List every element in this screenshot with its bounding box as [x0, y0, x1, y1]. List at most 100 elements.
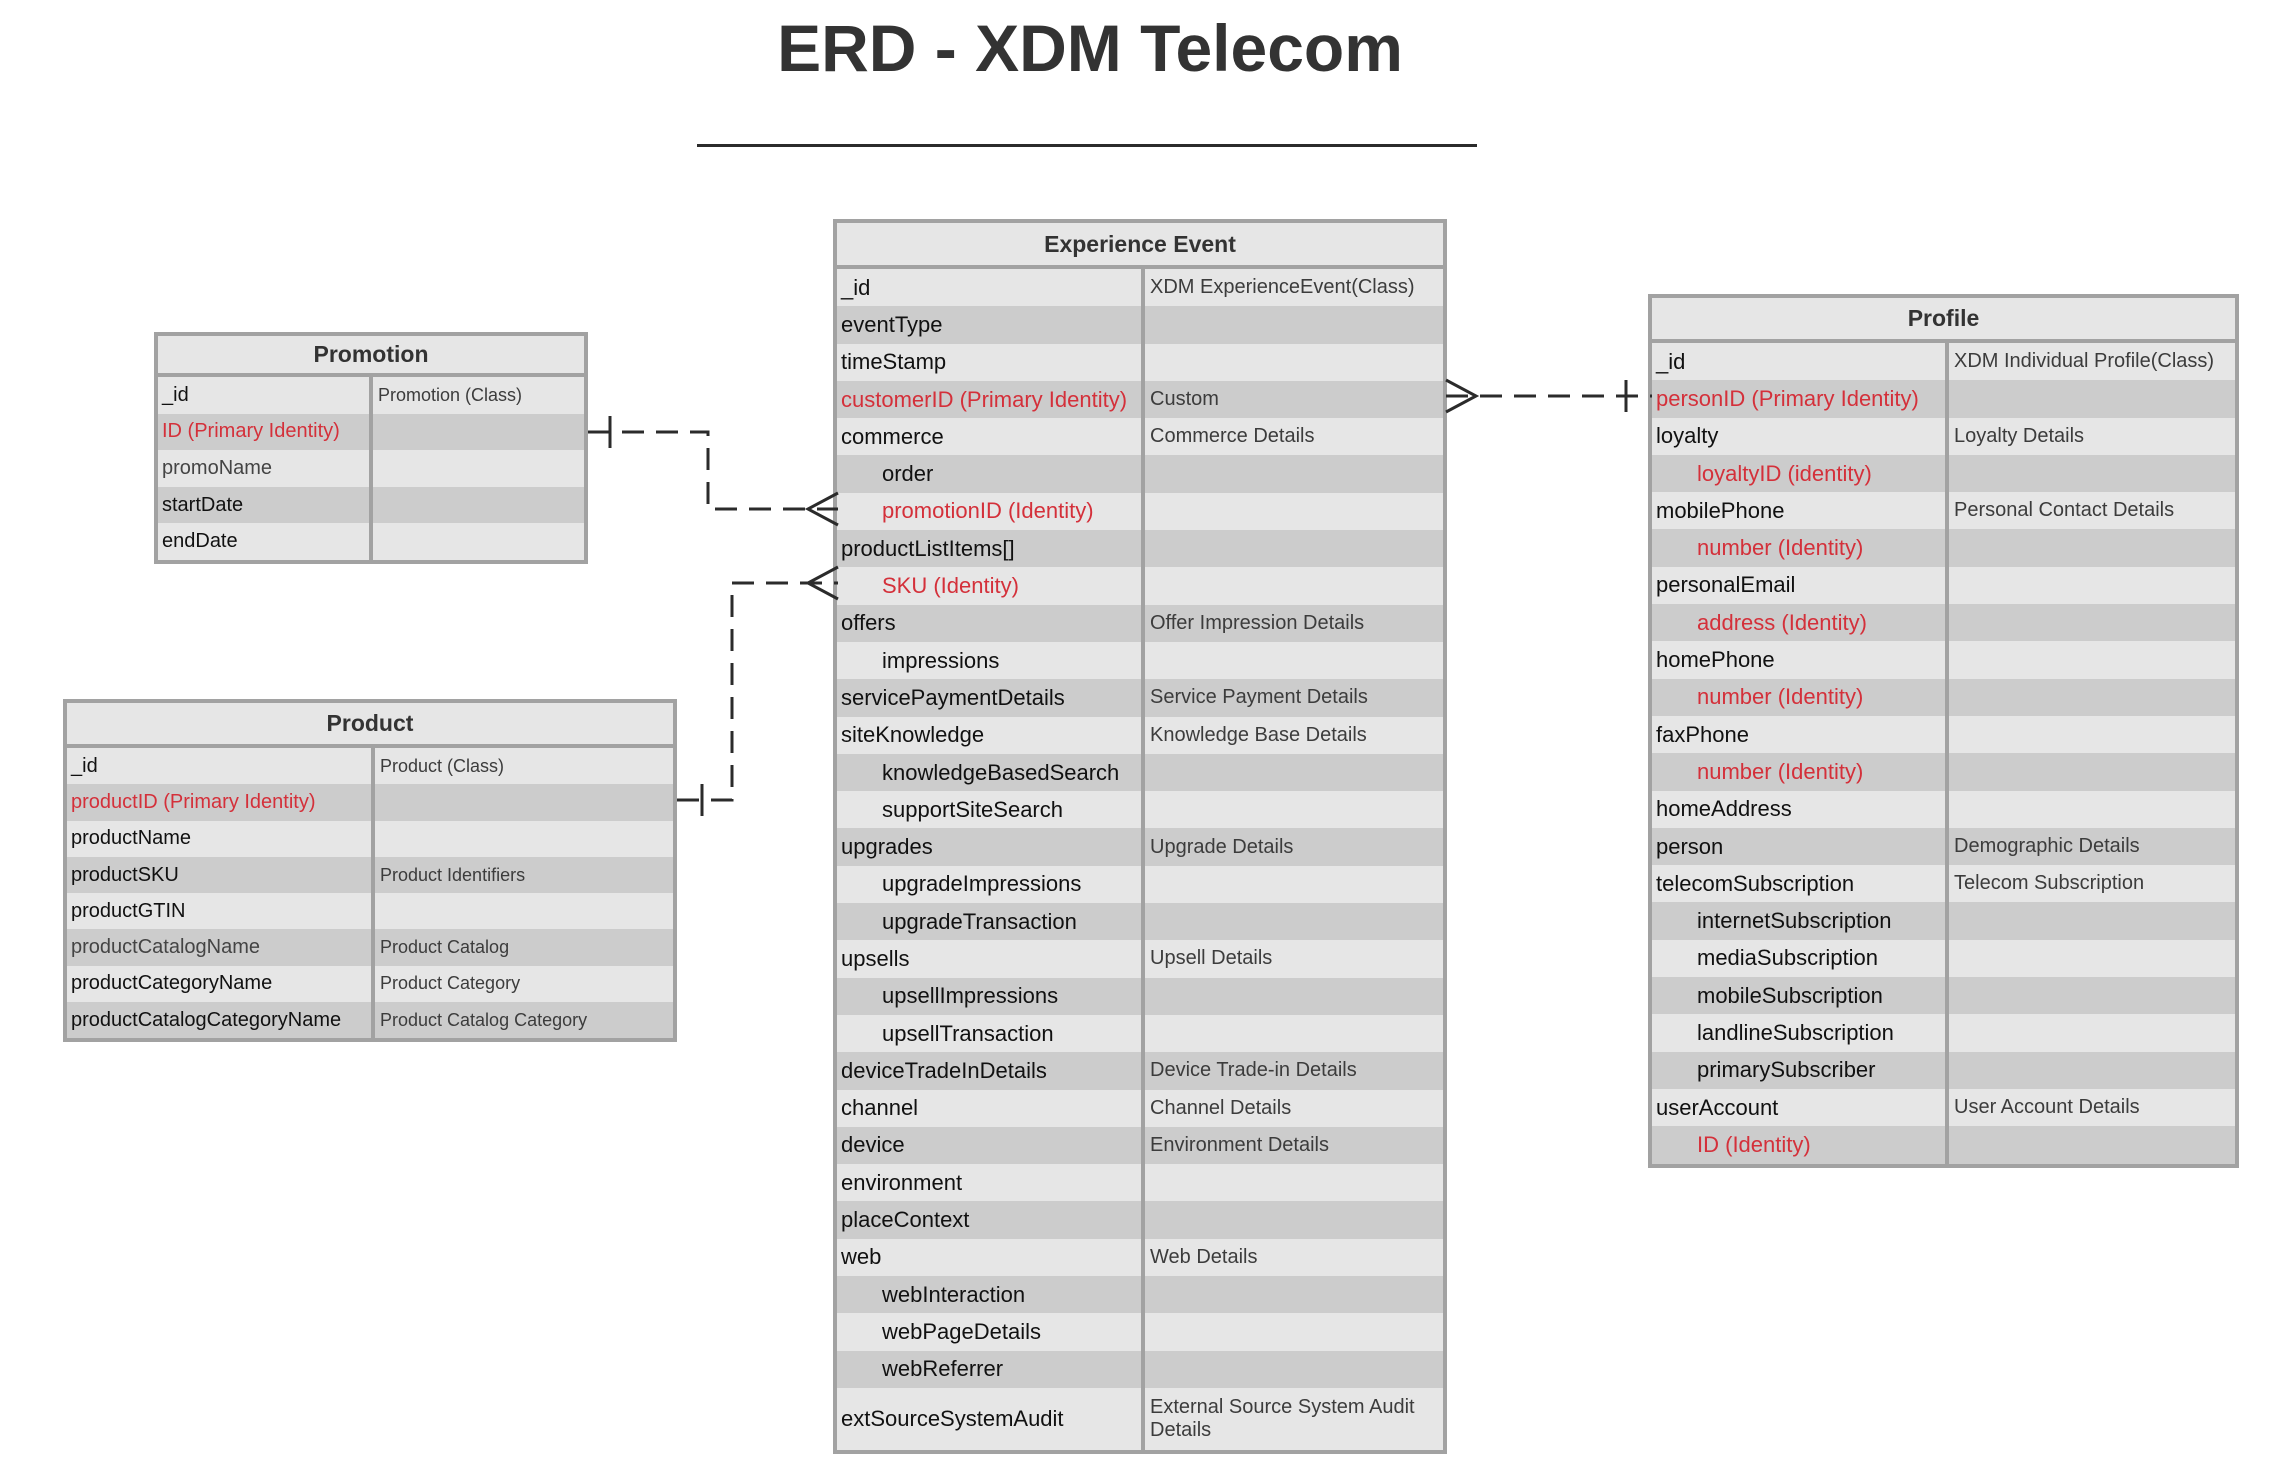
table-row[interactable]: webPageDetails: [837, 1313, 1443, 1351]
table-row[interactable]: primarySubscriber: [1652, 1051, 2235, 1089]
table-row[interactable]: upgradeTransaction: [837, 903, 1443, 941]
field-name: address (Identity): [1697, 609, 1867, 635]
table-row[interactable]: supportSiteSearch: [837, 791, 1443, 829]
table-row[interactable]: homeAddress: [1652, 790, 2235, 828]
field-name-cell: primarySubscriber: [1652, 1051, 1949, 1089]
table-row[interactable]: personalEmail: [1652, 566, 2235, 605]
table-row[interactable]: mediaSubscription: [1652, 939, 2235, 978]
field-name: upsells: [841, 945, 910, 971]
field-name-cell: homePhone: [1652, 641, 1949, 679]
field-name-cell: upgrades: [837, 828, 1145, 866]
field-name: mobileSubscription: [1697, 982, 1883, 1008]
table-row[interactable]: webInteraction: [837, 1276, 1443, 1314]
field-name: channel: [841, 1095, 919, 1121]
field-name-cell: upgradeTransaction: [837, 903, 1145, 941]
field-name: faxPhone: [1656, 721, 1749, 747]
field-name-cell: number (Identity): [1652, 753, 1949, 791]
field-name: placeContext: [841, 1207, 970, 1233]
table-row[interactable]: SKU (Identity): [837, 567, 1443, 605]
table-row[interactable]: ID (Primary Identity): [158, 413, 584, 451]
field-name: upgrades: [841, 834, 933, 860]
field-name-cell: _id: [158, 377, 373, 414]
field-name-cell: faxPhone: [1652, 715, 1949, 754]
table-row[interactable]: number (Identity): [1652, 678, 2235, 716]
table-row[interactable]: homePhone: [1652, 641, 2235, 679]
field-name-cell: upsellImpressions: [837, 977, 1145, 1015]
field-name-cell: offers: [837, 604, 1145, 642]
table-row[interactable]: upsellImpressions: [837, 977, 1443, 1015]
table-row[interactable]: startDate: [158, 486, 584, 524]
table-row[interactable]: impressions: [837, 641, 1443, 680]
field-name-cell: ID (Identity): [1652, 1126, 1949, 1164]
field-name-cell: person: [1652, 827, 1949, 866]
table-row[interactable]: productName: [67, 820, 673, 857]
table-row[interactable]: promoName: [158, 450, 584, 487]
table-row[interactable]: number (Identity): [1652, 529, 2235, 567]
table-row[interactable]: loyaltyID (identity): [1652, 454, 2235, 493]
table-row[interactable]: environment: [837, 1164, 1443, 1202]
table-row[interactable]: upsellTransaction: [837, 1014, 1443, 1053]
table-row[interactable]: ID (Identity): [1652, 1126, 2235, 1164]
table-row[interactable]: productID (Primary Identity): [67, 784, 673, 821]
table-row[interactable]: promotionID (Identity): [837, 492, 1443, 531]
table-row[interactable]: order: [837, 455, 1443, 493]
field-name-cell: productGTIN: [67, 893, 375, 930]
table-row[interactable]: productListItems[]: [837, 530, 1443, 568]
many-end-marker: [804, 491, 839, 527]
table-row[interactable]: productGTIN: [67, 893, 673, 930]
table-row[interactable]: placeContext: [837, 1201, 1443, 1239]
table-row[interactable]: address (Identity): [1652, 604, 2235, 642]
field-name: timeStamp: [841, 349, 947, 375]
field-name-cell: productListItems[]: [837, 530, 1145, 568]
table-row[interactable]: landlineSubscription: [1652, 1014, 2235, 1052]
relationship-product-experience-event[interactable]: [677, 565, 839, 816]
field-detail: Offer Impression Details: [1150, 611, 1365, 634]
table-row[interactable]: webReferrer: [837, 1350, 1443, 1388]
table-row[interactable]: knowledgeBasedSearch: [837, 753, 1443, 792]
table-row[interactable]: faxPhone: [1652, 715, 2235, 754]
field-name-cell: channel: [837, 1089, 1145, 1127]
table-row[interactable]: mobileSubscription: [1652, 977, 2235, 1015]
field-name: _id: [1656, 348, 1686, 374]
table-row[interactable]: _id XDM Individual Profile(Class): [1652, 343, 2235, 381]
table-row[interactable]: upgradeImpressions: [837, 865, 1443, 904]
table-row[interactable]: endDate: [158, 523, 584, 560]
field-detail-cell: XDM Individual Profile(Class): [1949, 343, 2235, 380]
table-row[interactable]: internetSubscription: [1652, 902, 2235, 940]
table-row[interactable]: personID (Primary Identity): [1652, 380, 2235, 418]
table-row[interactable]: number (Identity): [1652, 753, 2235, 791]
table-row[interactable]: eventType: [837, 306, 1443, 344]
field-detail: Commerce Details: [1150, 425, 1315, 448]
table-row[interactable]: customerID (Primary Identity)Custom: [837, 380, 1443, 419]
relationship-experience-event-profile[interactable]: [1445, 378, 1652, 414]
relationship-promotion-experience-event[interactable]: [588, 416, 839, 527]
table-row[interactable]: timeStamp: [837, 343, 1443, 381]
